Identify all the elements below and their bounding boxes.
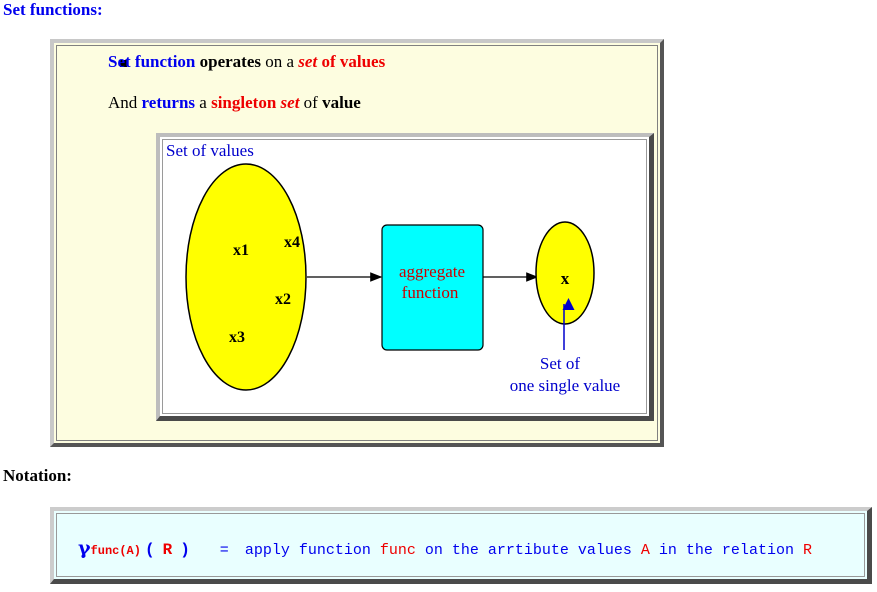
notation-panel: γfunc(A)( R) = apply function func on the a…: [50, 507, 872, 584]
text-a: a: [195, 93, 212, 112]
text-on-a: on a: [261, 52, 299, 71]
text-of: of: [299, 93, 323, 112]
box-label-line1: aggregate: [399, 262, 465, 281]
notation-text-3: in the relation: [649, 542, 803, 559]
notation-r: R: [802, 542, 812, 559]
equals-sign: =: [219, 542, 229, 559]
notation-text-1: apply function: [244, 542, 380, 559]
note-line2: one single value: [510, 376, 620, 395]
notation-formula: γfunc(A)( R) = apply function func on the a…: [78, 537, 812, 559]
notation-text-2: on the arrtibute values: [415, 542, 641, 559]
result-ellipse: [535, 221, 595, 325]
set-of-values-ellipse: [185, 163, 307, 391]
word-set: set: [298, 52, 318, 71]
word-set-2: set: [276, 93, 300, 112]
box-label-line2: function: [402, 283, 459, 302]
note-line1: Set of: [540, 354, 580, 373]
set-functions-panel: Set function operates on a set of values…: [50, 39, 664, 447]
element-x1: x1: [233, 242, 249, 259]
result-x: x: [561, 269, 570, 288]
gamma-symbol: γ: [78, 537, 91, 559]
word-returns: returns: [141, 93, 196, 112]
bullet-line-2: And returns a singleton set of value: [108, 93, 361, 113]
element-x2: x2: [275, 291, 291, 308]
term-set-function: Set function: [108, 52, 196, 71]
gamma-subscript: func(A): [90, 544, 141, 558]
aggregate-function-box: [381, 224, 484, 351]
text-and: And: [108, 93, 142, 112]
section-title-set-functions: Set functions:: [3, 0, 103, 19]
diagram-label: Set of values: [166, 141, 254, 160]
paren-open: (: [144, 541, 155, 559]
element-x4: x4: [284, 234, 300, 251]
text-of-values: of values: [317, 52, 386, 71]
relation-r: R: [162, 541, 173, 559]
diagram-frame: Set of values x1 x4 x2 x3 aggregate func…: [156, 133, 654, 421]
element-x3: x3: [229, 329, 245, 346]
notation-a: A: [640, 542, 650, 559]
word-singleton: singleton: [211, 93, 277, 112]
word-value: value: [322, 93, 361, 112]
aggregate-diagram: Set of values x1 x4 x2 x3 aggregate func…: [166, 141, 620, 395]
bullet-line-1: Set function operates on a set of values: [108, 52, 385, 72]
notation-func: func: [379, 542, 416, 559]
section-title-notation: Notation:: [3, 466, 72, 485]
bullet-square-icon: [120, 60, 127, 67]
paren-close: ): [180, 541, 190, 559]
word-operates: operates: [195, 52, 261, 71]
